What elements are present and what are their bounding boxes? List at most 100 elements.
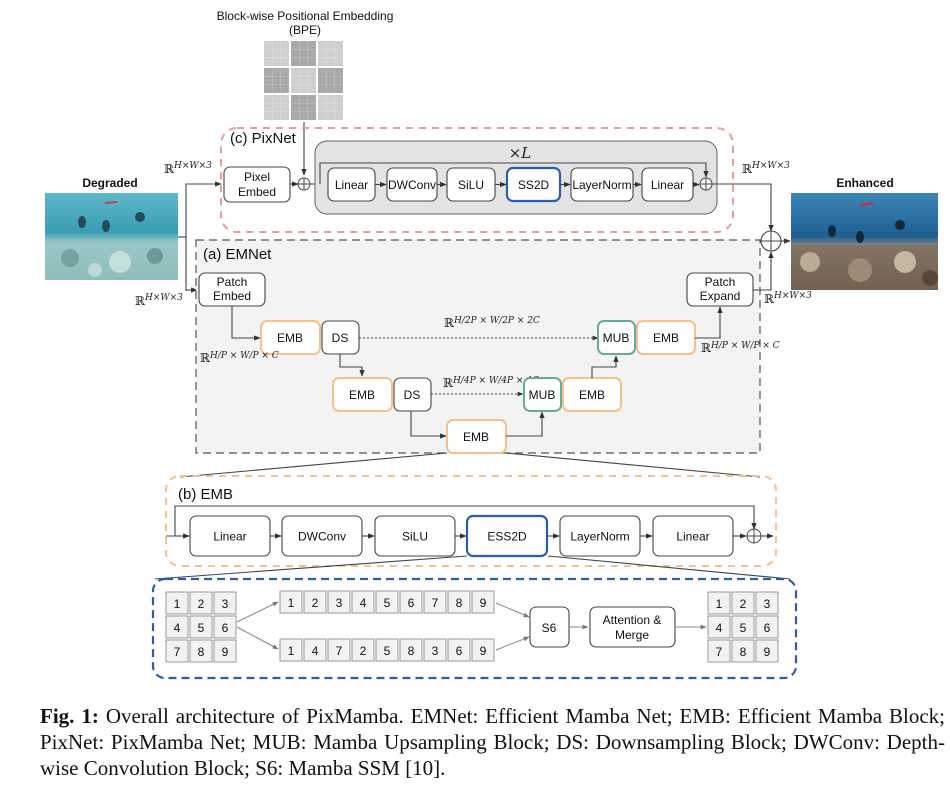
output-grid-cell-label: 3 bbox=[764, 597, 771, 611]
figure-caption: Fig. 1: Overall architecture of PixMamba… bbox=[40, 703, 945, 781]
dim-skip-1: ℝH/2P × W/2P × 2C bbox=[444, 316, 540, 330]
caption-text: Overall architecture of PixMamba. EMNet:… bbox=[40, 704, 946, 780]
mub1-label: MUB bbox=[603, 331, 630, 345]
patch-expand-line1: Patch bbox=[705, 275, 736, 289]
enhanced-image bbox=[791, 193, 938, 290]
input-grid-cell bbox=[189, 615, 213, 639]
row-scan-cell bbox=[351, 590, 375, 614]
row-scan-cell bbox=[423, 590, 447, 614]
input-grid-cell-label: 6 bbox=[222, 621, 229, 635]
emnet-title: (a) EMNet bbox=[203, 246, 272, 263]
connector bbox=[410, 411, 447, 439]
scan-arrow-row bbox=[236, 601, 279, 623]
emb-block-label: SiLU bbox=[402, 529, 428, 543]
output-grid-cell bbox=[755, 615, 779, 639]
bpe-block bbox=[291, 68, 316, 93]
emb-enc1-label: EMB bbox=[277, 331, 303, 345]
col-scan-cell-label: 3 bbox=[432, 644, 439, 658]
connector bbox=[506, 411, 545, 437]
pixnet-block-label: Linear bbox=[651, 178, 684, 192]
output-grid-cell-label: 9 bbox=[764, 645, 771, 659]
col-scan-cell-label: 8 bbox=[408, 644, 415, 658]
input-grid-cell-label: 8 bbox=[198, 645, 205, 659]
col-scan-cell bbox=[447, 638, 471, 662]
ds1-label: DS bbox=[332, 331, 349, 345]
col-scan-cell-label: 4 bbox=[312, 644, 319, 658]
output-grid-cell-label: 8 bbox=[740, 645, 747, 659]
dim-emnet-output: ℝH×W×3 bbox=[764, 291, 812, 306]
mub2-label: MUB bbox=[529, 388, 556, 402]
row-scan-cell bbox=[327, 590, 351, 614]
pixnet-block-label: SiLU bbox=[458, 178, 484, 192]
col-scan-cell-label: 6 bbox=[456, 644, 463, 658]
input-grid-cell-label: 9 bbox=[222, 645, 229, 659]
emb-detail-title: (b) EMB bbox=[178, 486, 233, 503]
add-node-global bbox=[760, 230, 782, 252]
input-grid-cell-label: 3 bbox=[222, 597, 229, 611]
output-grid-cell bbox=[755, 591, 779, 615]
emb-enc2-label: EMB bbox=[349, 388, 375, 402]
col-scan-cell bbox=[327, 638, 351, 662]
connector bbox=[591, 355, 619, 378]
row-scan-cell-label: 4 bbox=[360, 596, 367, 610]
mub-block-2 bbox=[523, 377, 562, 412]
col-scan-cell-label: 2 bbox=[360, 644, 367, 658]
col-scan-cell bbox=[423, 638, 447, 662]
patch-embed-line1: Patch bbox=[217, 275, 248, 289]
bpe-block bbox=[264, 68, 289, 93]
ess2d-detail-container bbox=[151, 577, 798, 680]
dim-skip-2: ℝH/4P × W/4P × 4C bbox=[443, 376, 539, 390]
input-grid-cell bbox=[213, 639, 237, 663]
pixnet-output-connector bbox=[712, 183, 774, 232]
caption-label: Fig. 1: bbox=[40, 704, 99, 728]
zoom-line-left-2 bbox=[154, 555, 468, 580]
output-grid-cell-label: 6 bbox=[764, 621, 771, 635]
bpe-grid bbox=[264, 41, 343, 120]
mub-block-1 bbox=[597, 320, 636, 355]
input-grid-cell bbox=[189, 591, 213, 615]
row-scan-cell-label: 6 bbox=[408, 596, 415, 610]
input-grid-cell bbox=[165, 591, 189, 615]
input-grid-cell bbox=[165, 639, 189, 663]
output-grid-cell bbox=[707, 639, 731, 663]
pixnet-block-label: Linear bbox=[335, 178, 368, 192]
bpe-block bbox=[318, 68, 343, 93]
col-scan-cell bbox=[279, 638, 303, 662]
output-grid-cell-label: 2 bbox=[740, 597, 747, 611]
pixnet-block-label: SS2D bbox=[518, 178, 550, 192]
col-scan-cell-label: 7 bbox=[336, 644, 343, 658]
connector bbox=[231, 306, 261, 341]
pixnet-container bbox=[220, 127, 734, 233]
output-grid-cell bbox=[731, 639, 755, 663]
degraded-label: Degraded bbox=[82, 176, 137, 190]
row-scan-cell-label: 7 bbox=[432, 596, 439, 610]
row-scan-cell-label: 9 bbox=[480, 596, 487, 610]
input-to-pixnet bbox=[185, 181, 222, 291]
input-grid-cell-label: 4 bbox=[174, 621, 181, 635]
row-scan-cell bbox=[303, 590, 327, 614]
row-scan-cell bbox=[279, 590, 303, 614]
zoom-line-right-2 bbox=[547, 555, 791, 580]
output-grid-cell bbox=[731, 615, 755, 639]
col-scan-cell-label: 1 bbox=[288, 644, 295, 658]
connector bbox=[339, 354, 365, 377]
col-scan-cell bbox=[471, 638, 495, 662]
input-grid-cell-label: 7 bbox=[174, 645, 181, 659]
ds2-label: DS bbox=[404, 388, 421, 402]
pixnet-block-label: DWConv bbox=[388, 178, 436, 192]
to-s6-arrow-2 bbox=[495, 636, 530, 651]
pixel-embed-line2: Embed bbox=[238, 185, 276, 199]
col-scan-cell bbox=[303, 638, 327, 662]
col-scan-cell-label: 9 bbox=[480, 644, 487, 658]
output-grid-cell bbox=[707, 615, 731, 639]
emb-detail-container bbox=[165, 475, 777, 567]
emb-block-label: LayerNorm bbox=[570, 529, 629, 543]
dim-level1-right: ℝH/P × W/P × C bbox=[701, 341, 780, 355]
emb-bottleneck-label: EMB bbox=[463, 430, 489, 444]
row-scan-cell-label: 5 bbox=[384, 596, 391, 610]
input-grid-cell bbox=[213, 615, 237, 639]
output-grid-cell bbox=[755, 639, 779, 663]
emb-block-enc1 bbox=[260, 320, 321, 355]
